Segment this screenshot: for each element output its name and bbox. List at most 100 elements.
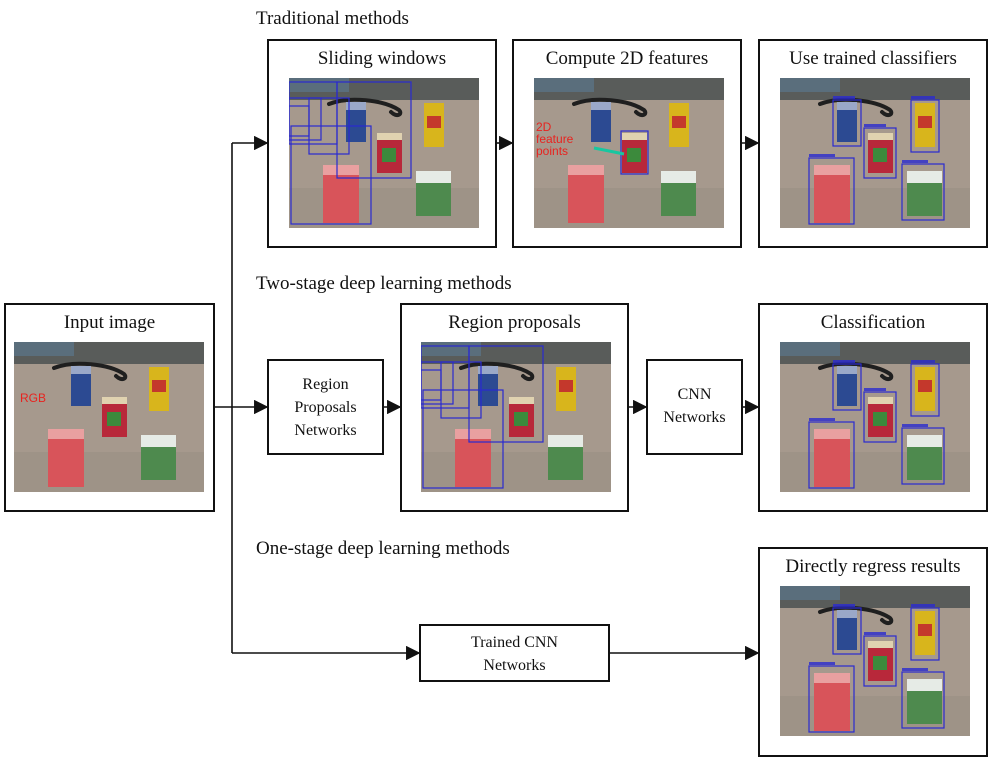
detection-tag — [809, 154, 835, 157]
region-proposals-box: Region proposals — [400, 303, 629, 512]
red-box-label — [514, 412, 528, 426]
window-6 — [440, 361, 482, 419]
cnn-line-2: Networks — [663, 409, 726, 426]
background-object — [780, 586, 840, 600]
detection-tag — [864, 388, 886, 391]
section-traditional: Traditional methods — [256, 8, 409, 29]
pink-box-top — [48, 429, 84, 439]
trained-cnn-line-1: Trained CNN — [471, 634, 558, 651]
detection-tag — [902, 160, 928, 163]
red-box-label — [382, 148, 396, 162]
region-proposals-title: Region proposals — [448, 312, 581, 333]
red-box-label — [627, 148, 641, 162]
detection-pink-box — [808, 157, 855, 225]
green-box-top — [907, 171, 942, 183]
blue-box — [346, 102, 366, 142]
yellow-box-label — [918, 116, 932, 128]
detection-yellow-box — [910, 607, 940, 661]
region-proposals-photo — [420, 342, 611, 492]
detection-green-box — [901, 427, 945, 485]
regress-results-box: Directly regress results — [758, 547, 988, 757]
detection-green-box — [901, 163, 945, 221]
blue-box-top — [837, 366, 857, 374]
detection-tag — [864, 124, 886, 127]
background-object — [14, 342, 74, 356]
background-object — [780, 342, 840, 356]
input-photo: RGB — [14, 342, 204, 492]
trained-classifiers-box: Use trained classifiers — [758, 39, 988, 248]
window-4 — [468, 345, 544, 443]
blue-box-top — [837, 610, 857, 618]
yellow-box-label — [672, 116, 686, 128]
blue-box — [837, 102, 857, 142]
red-box-label — [107, 412, 121, 426]
scene-image — [288, 78, 479, 228]
background-object — [421, 342, 481, 356]
trained-cnn-line-2: Networks — [483, 657, 546, 674]
detection-green-box — [901, 671, 945, 729]
feature-points-label: points — [536, 144, 568, 158]
green-box-top — [416, 171, 451, 183]
cnn-line-1: CNN — [677, 386, 712, 403]
feature-points-label: 2D — [536, 120, 552, 134]
blue-box — [591, 102, 611, 142]
trained-classifiers-photo — [780, 78, 970, 228]
pink-box-top — [455, 429, 491, 439]
scene-image — [420, 342, 611, 492]
rpn-line-2: Proposals — [294, 399, 357, 416]
yellow-box-label — [918, 380, 932, 392]
regress-results-title: Directly regress results — [785, 556, 961, 577]
scene-image — [780, 78, 970, 228]
sliding-windows-photo — [288, 78, 479, 228]
pink-box-top — [814, 429, 850, 439]
feature-pointer — [593, 146, 625, 156]
pink-box-top — [814, 165, 850, 175]
yellow-box-label — [152, 380, 166, 392]
red-box-top — [377, 133, 402, 140]
detection-tag — [911, 96, 935, 99]
detection-tag — [833, 360, 855, 363]
blue-box — [837, 366, 857, 406]
scene-image — [780, 586, 970, 736]
detection-blue-box — [832, 607, 862, 655]
window-6 — [308, 97, 350, 155]
blue-box-top — [478, 366, 498, 374]
background-object — [289, 78, 349, 92]
cnn-networks-box: CNN Networks — [646, 359, 743, 455]
trained-classifiers-title: Use trained classifiers — [789, 48, 957, 69]
detection-red-box — [863, 127, 897, 179]
green-box-top — [661, 171, 696, 183]
detection-pink-box — [808, 421, 855, 489]
yellow-box-label — [918, 624, 932, 636]
blue-box — [837, 610, 857, 650]
detection-tag — [902, 424, 928, 427]
compute-features-title: Compute 2D features — [545, 48, 709, 69]
detection-tag — [833, 96, 855, 99]
detection-tag — [902, 668, 928, 671]
feature-points-label: feature — [536, 132, 574, 146]
blue-box-top — [591, 102, 611, 110]
cable — [52, 361, 128, 382]
rpn-line-3: Networks — [294, 422, 357, 439]
input-image-title: Input image — [63, 312, 156, 333]
red-box-label — [873, 148, 887, 162]
detection-pink-box — [808, 665, 855, 733]
detection-blue-box — [832, 99, 862, 147]
rgb-label: RGB — [20, 391, 46, 405]
yellow-box-label — [427, 116, 441, 128]
pink-box-top — [323, 165, 359, 175]
scene-image: RGB — [14, 342, 204, 492]
detection-tag — [911, 604, 935, 607]
background-object — [534, 78, 594, 92]
pink-box-top — [568, 165, 604, 175]
sliding-windows-title: Sliding windows — [317, 48, 447, 69]
trained-cnn-box: Trained CNN Networks — [419, 624, 610, 682]
detection-tag — [809, 418, 835, 421]
background-object — [780, 78, 840, 92]
red-box-label — [873, 412, 887, 426]
classification-box: Classification — [758, 303, 988, 512]
